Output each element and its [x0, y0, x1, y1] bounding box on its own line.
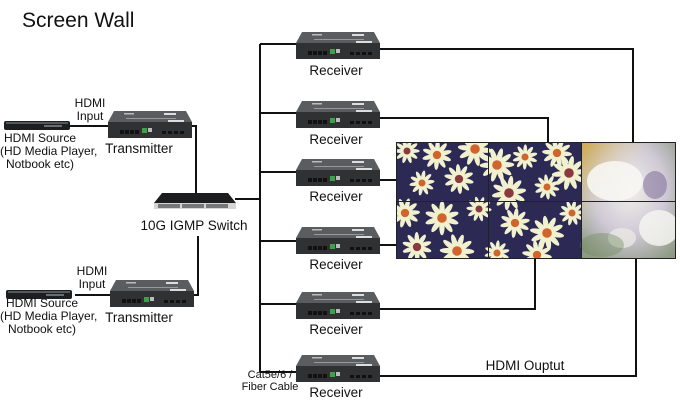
- wall-panel-3: [581, 143, 675, 202]
- daisy-center: [400, 208, 410, 218]
- transmitter-2-label: Transmitter: [105, 310, 173, 325]
- transmitter-device-2: [108, 277, 194, 314]
- daisy-center: [403, 147, 411, 155]
- diagram-title: Screen Wall: [22, 9, 135, 32]
- daisy-center: [521, 153, 529, 161]
- receiver-6-label: Receiver: [309, 385, 363, 400]
- cable-label: Cat5e/6 / Fiber Cable: [241, 369, 299, 393]
- daisy-center: [437, 213, 447, 223]
- daisy-center: [418, 179, 426, 187]
- daisy-petal: [495, 240, 500, 253]
- wall-panel-6: [581, 201, 675, 258]
- hdmi-out-5: [378, 259, 536, 310]
- receiver-5-label: Receiver: [309, 322, 363, 337]
- daisy-center: [552, 148, 562, 158]
- receiver-device-3: [294, 156, 380, 193]
- daisy-center: [543, 183, 551, 191]
- receiver-device-2: [294, 98, 380, 135]
- receiver-device-6: [294, 352, 380, 389]
- wall-panel-1: [397, 143, 489, 202]
- daisy-center: [475, 205, 483, 213]
- daisy-center: [412, 242, 422, 252]
- daisy-petal: [557, 151, 572, 157]
- wall-panel-2: [488, 143, 582, 202]
- daisy-center: [504, 188, 514, 198]
- receiver-device-4: [294, 224, 380, 261]
- receiver-4-label: Receiver: [309, 257, 363, 272]
- source-1-input-label: HDMI Input: [74, 96, 106, 123]
- receiver-device-1: [294, 29, 380, 66]
- source-2-input-label: HDMI Input: [76, 264, 108, 291]
- daisy-center: [510, 218, 520, 228]
- daisy-center: [432, 150, 442, 160]
- daisy-center: [564, 168, 574, 178]
- daisy-center: [452, 246, 462, 256]
- transmitter-device-1: [106, 108, 192, 145]
- hdmi-source-device-2: [6, 290, 72, 299]
- daisy-center: [542, 228, 552, 238]
- hdmi-out-1: [378, 48, 634, 142]
- switch-device: [154, 193, 236, 209]
- screen-wall: [396, 142, 676, 259]
- daisy-center: [454, 174, 464, 184]
- source-1-label: HDMI Source (HD Media Player, Notbook et…: [0, 131, 98, 171]
- wall-panel-4: [397, 201, 489, 258]
- receiver-device-5: [294, 289, 380, 326]
- receiver-2-label: Receiver: [309, 132, 363, 147]
- receiver-1-label: Receiver: [309, 63, 363, 78]
- daisy-center: [470, 144, 480, 154]
- wall-panel-5: [488, 201, 582, 258]
- source-2-label: HDMI Source (HD Media Player, Notbook et…: [0, 296, 98, 336]
- daisy-center: [493, 249, 501, 257]
- daisy-petal: [397, 211, 405, 216]
- daisy-center: [532, 250, 542, 258]
- hdmi-output-label: HDMI Ouptut: [485, 358, 565, 373]
- receiver-3-label: Receiver: [309, 189, 363, 204]
- switch-label: 10G IGMP Switch: [140, 218, 248, 233]
- hdmi-source-device-1: [4, 121, 70, 130]
- transmitter-1-label: Transmitter: [105, 141, 173, 156]
- screen-wall-image: [397, 143, 675, 258]
- daisy-center: [568, 209, 576, 217]
- hdmi-out-2: [378, 117, 549, 142]
- daisy-center: [492, 160, 502, 170]
- hdmi-out-6: [378, 259, 637, 377]
